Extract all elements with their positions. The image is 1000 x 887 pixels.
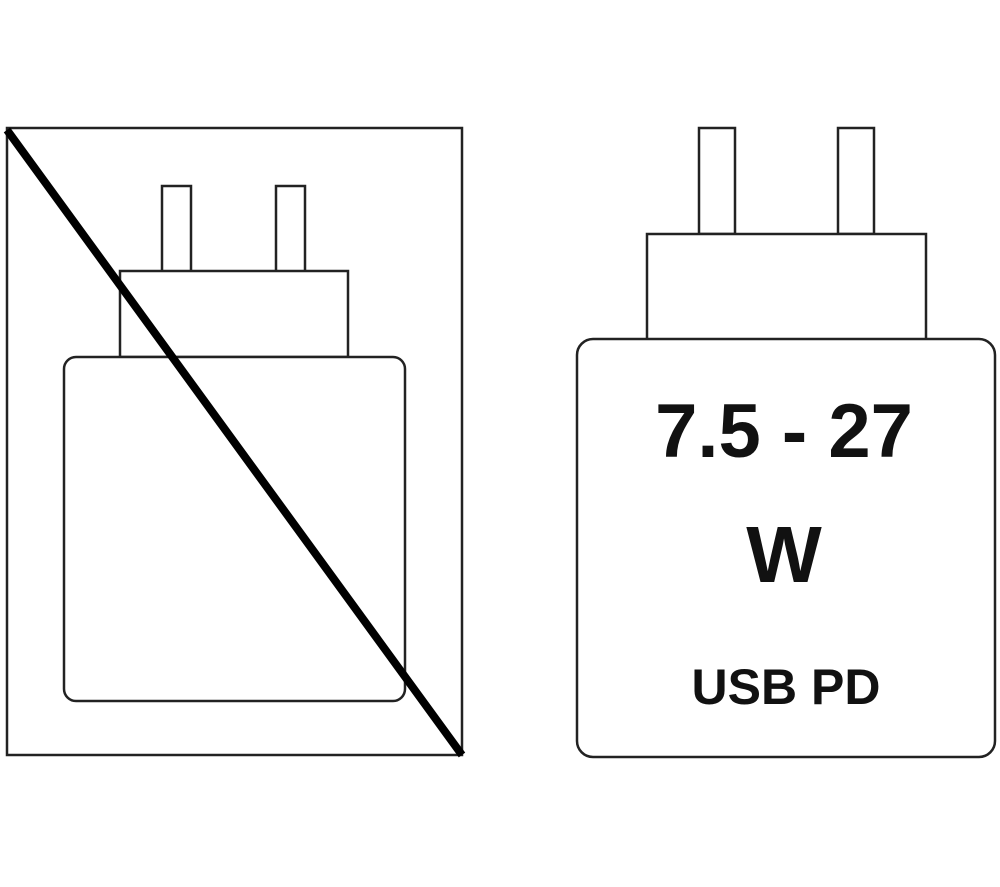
right-plug-neck bbox=[645, 232, 928, 342]
power-unit-label: W bbox=[746, 510, 822, 599]
left-prong-right bbox=[274, 184, 307, 274]
power-range-label: 7.5 - 27 bbox=[655, 389, 913, 474]
right-prong-right bbox=[836, 126, 876, 236]
left-plug-neck bbox=[118, 269, 350, 359]
right-prong-left bbox=[697, 126, 737, 236]
left-prong-left bbox=[160, 184, 193, 274]
right-charger-body bbox=[575, 337, 997, 759]
left-charger-body bbox=[62, 355, 407, 703]
strike-through-line bbox=[3, 127, 466, 758]
crossed-out-charger bbox=[3, 126, 466, 758]
left-frame bbox=[5, 126, 464, 757]
supported-charger: 7.5 - 27 W USB PD bbox=[575, 126, 997, 759]
usb-pd-label: USB PD bbox=[692, 659, 881, 715]
